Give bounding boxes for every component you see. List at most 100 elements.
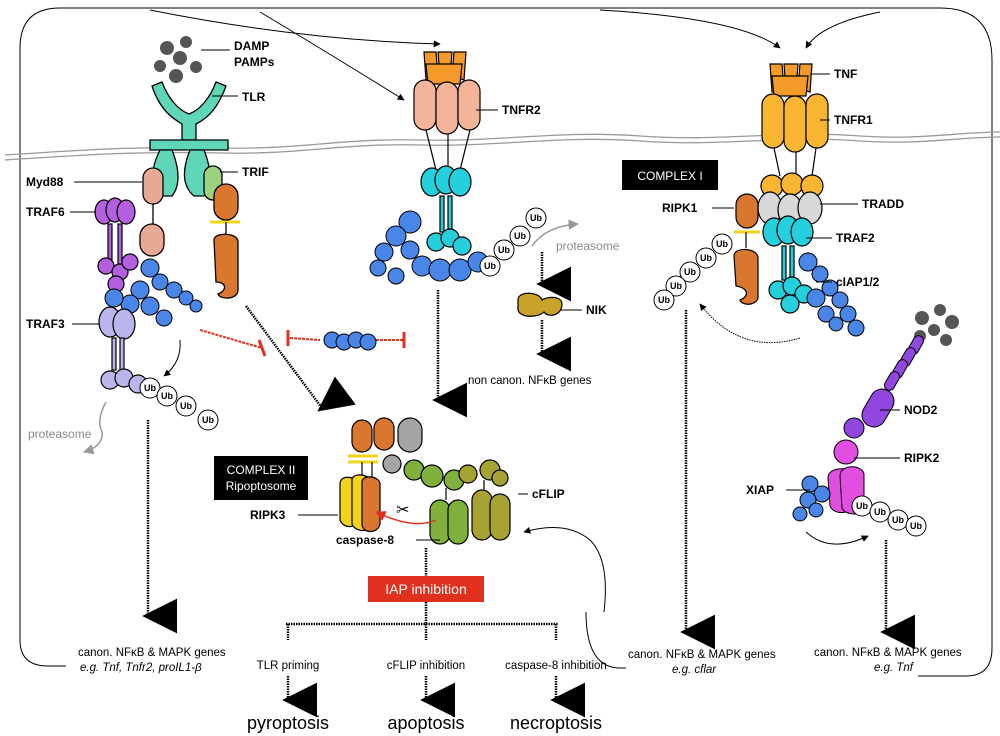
svg-text:Ub: Ub [700,253,712,263]
apoptosis-text: apoptosis [387,713,464,733]
arrow-to-tnfr2 [149,9,441,48]
svg-text:Ub: Ub [144,383,156,393]
traf2-right [762,215,814,314]
pyroptosis-text: pyroptosis [247,713,329,733]
svg-text:Ub: Ub [484,261,496,271]
ripk1-left [210,183,240,299]
iap-inhibition-box [368,576,484,602]
inhibit-mid-red [289,337,321,341]
svg-text:Ub: Ub [910,521,922,531]
ciap-chain-tnfr2 [369,210,489,285]
mid-examples-text: e.g. cflar [672,664,717,676]
nik-protein [517,292,563,317]
tradd-label: TRADD [862,197,904,211]
cflip-inhibition-text: cFLIP inhibition [387,660,465,672]
svg-text:Ub: Ub [670,281,682,291]
traf3-protein [98,306,148,394]
ciap-chain-right [798,252,865,337]
arrow-proteasome-middle [531,219,580,247]
tnf-right [769,63,813,97]
necroptosis-text: necroptosis [510,713,602,733]
myd88-label: Myd88 [26,175,64,189]
complex1-box [622,160,718,190]
tlr-priming-text: TLR priming [257,660,320,672]
proteasome-left-label: proteasome [28,427,92,441]
ciap-chain-left [104,258,203,327]
svg-text:Ub: Ub [856,501,868,511]
svg-text:Ub: Ub [892,515,904,525]
tnfr2-label: TNFR2 [502,103,541,117]
proteasome-middle-label: proteasome [556,239,620,253]
scissors-icon: ✂ [396,502,409,519]
arrow-to-tnfr2-b [259,11,405,101]
inhibit-left-red [199,329,263,349]
traf2-label: TRAF2 [836,231,875,245]
myd88-protein [139,167,165,257]
tnfr1-label: TNFR1 [834,113,873,127]
traf3-label: TRAF3 [26,317,65,331]
xiap-label: XIAP [746,483,774,497]
arrow-to-complex2 [244,305,356,412]
svg-text:Ub: Ub [161,391,173,401]
arrow-xiap-to-ub [805,531,869,545]
ripk2-protein [827,439,865,515]
ripk1-label: RIPK1 [662,201,698,215]
trif-label: TRIF [242,165,269,179]
casp8-inhibition-text: caspase-8 inhibition [505,660,607,672]
cleavage-arrow [375,511,437,525]
ciap-label: cIAP1/2 [836,275,880,289]
arrow-ciap-to-ub [699,303,801,344]
svg-text:Ub: Ub [716,239,728,249]
pamps-label: PAMPs [234,55,275,69]
tnfr1-receptor [760,93,829,198]
svg-text:Ub: Ub [658,295,670,305]
ripk3-label: RIPK3 [250,508,286,522]
svg-text:Ub: Ub [684,267,696,277]
traf2-middle [420,165,472,256]
complex2-proteins [339,417,511,545]
traf6-label: TRAF6 [26,205,65,219]
right-genes-text: canon. NFκB & MAPK genes [814,647,962,659]
svg-text:Ub: Ub [874,507,886,517]
ub-chain-nod2: Ub Ub Ub Ub [851,495,927,537]
complex2-label-1: COMPLEX II [227,463,296,477]
ripk1-right [733,193,760,305]
tlr-label: TLR [242,90,266,104]
complex2-box [214,456,308,500]
tnf-label: TNF [834,67,857,81]
ub-chain-left: Ub Ub Ub Ub [139,377,219,431]
svg-text:Ub: Ub [202,415,214,425]
cell-boundary [19,7,993,677]
cflip-label: cFLIP [532,487,565,501]
mid-genes-text: canon. NFκB & MAPK genes [628,649,776,661]
damp-particles [154,36,202,83]
svg-text:Ub: Ub [498,245,510,255]
left-genes-text: canon. NFκB & MAPK genes [78,647,226,659]
arrow-to-tnf [599,9,781,49]
damp-label: DAMP [234,39,269,53]
tnf-middle [423,51,467,85]
arrow-to-tnf-b [805,11,881,49]
ripk2-label: RIPK2 [904,451,940,465]
svg-text:Ub: Ub [530,213,542,223]
xiap-protein [792,475,831,522]
nod2-protein [843,335,924,439]
nik-label: NIK [586,303,607,317]
complex1-label: COMPLEX I [637,169,702,183]
ub-chain-tnfr2: Ub Ub Ub Ub [479,207,547,277]
right-examples-text: e.g. Tnf [874,662,915,674]
svg-text:Ub: Ub [180,401,192,411]
left-examples-text: e.g. Tnf, Tnfr2, proIL1-β [80,662,202,674]
arrow-proteasome-left [82,401,107,455]
ub-chain-right: Ub Ub Ub Ub Ub [653,233,733,311]
tnfr2-receptor [413,79,481,171]
traf6-protein [94,197,139,293]
noncanon-genes-text: non canon. NFκB genes [468,375,592,387]
arrow-traf3-ub [163,339,181,377]
iap-inhibition-label: IAP inhibition [385,581,466,597]
cell-boundary-lower [585,611,626,669]
svg-text:Ub: Ub [514,231,526,241]
ciap-chain-middle [323,331,377,351]
arrow-cflar-to-complex2 [523,526,606,613]
